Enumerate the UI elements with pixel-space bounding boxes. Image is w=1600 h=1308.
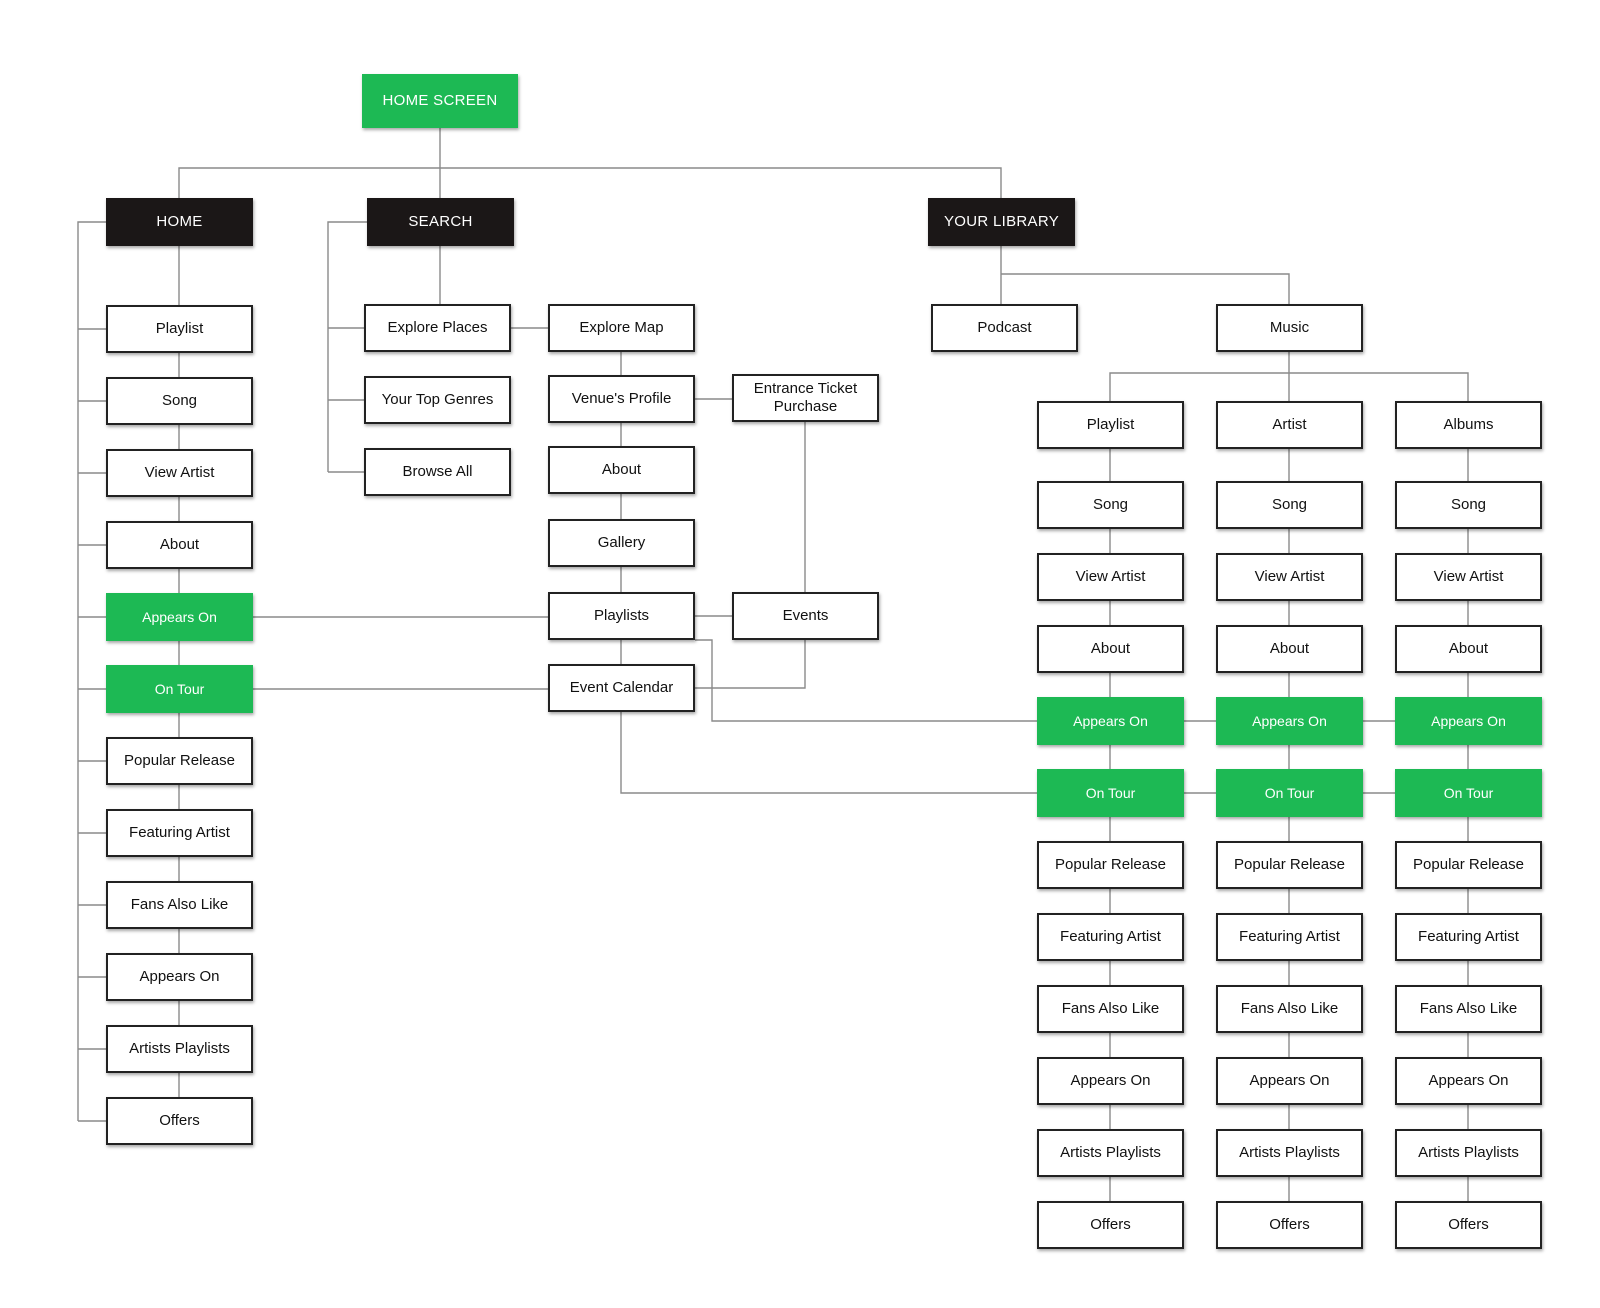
node-home-screen: HOME SCREEN bbox=[362, 74, 518, 128]
home-item: Popular Release bbox=[106, 737, 253, 785]
search-item: Your Top Genres bbox=[364, 376, 511, 424]
column-item: Offers bbox=[1216, 1201, 1363, 1249]
column-item: Artists Playlists bbox=[1216, 1129, 1363, 1177]
events: Events bbox=[732, 592, 879, 640]
column-item: Fans Also Like bbox=[1395, 985, 1542, 1033]
column-item: View Artist bbox=[1216, 553, 1363, 601]
column-item-highlight: On Tour bbox=[1395, 769, 1542, 817]
map-item: Gallery bbox=[548, 519, 695, 567]
events-to-calendar bbox=[695, 640, 806, 689]
column-item: Featuring Artist bbox=[1216, 913, 1363, 961]
home-item: View Artist bbox=[106, 449, 253, 497]
column-item: Song bbox=[1395, 481, 1542, 529]
root-branch bbox=[178, 167, 1002, 198]
library-music: Music bbox=[1216, 304, 1363, 352]
column-item: Offers bbox=[1037, 1201, 1184, 1249]
home-rail bbox=[77, 221, 106, 1121]
column-item: Appears On bbox=[1037, 1057, 1184, 1105]
home-item: Featuring Artist bbox=[106, 809, 253, 857]
home-item: Offers bbox=[106, 1097, 253, 1145]
home-item: Artists Playlists bbox=[106, 1025, 253, 1073]
column-item: Appears On bbox=[1216, 1057, 1363, 1105]
map-item: Event Calendar bbox=[548, 664, 695, 712]
search-rail bbox=[327, 221, 367, 472]
map-item: Explore Map bbox=[548, 304, 695, 352]
column-item: About bbox=[1037, 625, 1184, 673]
column-item: About bbox=[1216, 625, 1363, 673]
column-title: Playlist bbox=[1037, 401, 1184, 449]
column-item: Fans Also Like bbox=[1216, 985, 1363, 1033]
search-item: Browse All bbox=[364, 448, 511, 496]
node-search: SEARCH bbox=[367, 198, 514, 246]
map-item: About bbox=[548, 446, 695, 494]
column-item: Featuring Artist bbox=[1037, 913, 1184, 961]
search-item: Explore Places bbox=[364, 304, 511, 352]
library-podcast: Podcast bbox=[931, 304, 1078, 352]
column-item: Popular Release bbox=[1395, 841, 1542, 889]
column-item: Artists Playlists bbox=[1037, 1129, 1184, 1177]
column-title: Albums bbox=[1395, 401, 1542, 449]
home-item: Song bbox=[106, 377, 253, 425]
ticket-purchase: Entrance Ticket Purchase bbox=[732, 374, 879, 422]
home-item: About bbox=[106, 521, 253, 569]
column-item-highlight: Appears On bbox=[1037, 697, 1184, 745]
column-item: Popular Release bbox=[1216, 841, 1363, 889]
column-title: Artist bbox=[1216, 401, 1363, 449]
column-item: Fans Also Like bbox=[1037, 985, 1184, 1033]
map-item: Playlists bbox=[548, 592, 695, 640]
column-item: Popular Release bbox=[1037, 841, 1184, 889]
column-item: View Artist bbox=[1037, 553, 1184, 601]
column-item: About bbox=[1395, 625, 1542, 673]
home-item: Playlist bbox=[106, 305, 253, 353]
column-item-highlight: On Tour bbox=[1216, 769, 1363, 817]
home-item-highlight: On Tour bbox=[106, 665, 253, 713]
map-item: Venue's Profile bbox=[548, 375, 695, 423]
column-item-highlight: On Tour bbox=[1037, 769, 1184, 817]
playlists-appears-link bbox=[695, 639, 1037, 722]
home-item: Fans Also Like bbox=[106, 881, 253, 929]
column-item: Offers bbox=[1395, 1201, 1542, 1249]
node-your-library: YOUR LIBRARY bbox=[928, 198, 1075, 246]
column-item: View Artist bbox=[1395, 553, 1542, 601]
column-item-highlight: Appears On bbox=[1395, 697, 1542, 745]
home-item: Appears On bbox=[106, 953, 253, 1001]
calendar-ontour-link bbox=[620, 712, 1037, 794]
music-branch bbox=[1109, 372, 1469, 401]
column-item-highlight: Appears On bbox=[1216, 697, 1363, 745]
column-item: Featuring Artist bbox=[1395, 913, 1542, 961]
column-item: Song bbox=[1037, 481, 1184, 529]
column-item: Appears On bbox=[1395, 1057, 1542, 1105]
node-home: HOME bbox=[106, 198, 253, 246]
column-item: Song bbox=[1216, 481, 1363, 529]
library-music-link bbox=[1001, 273, 1290, 304]
home-item-highlight: Appears On bbox=[106, 593, 253, 641]
column-item: Artists Playlists bbox=[1395, 1129, 1542, 1177]
